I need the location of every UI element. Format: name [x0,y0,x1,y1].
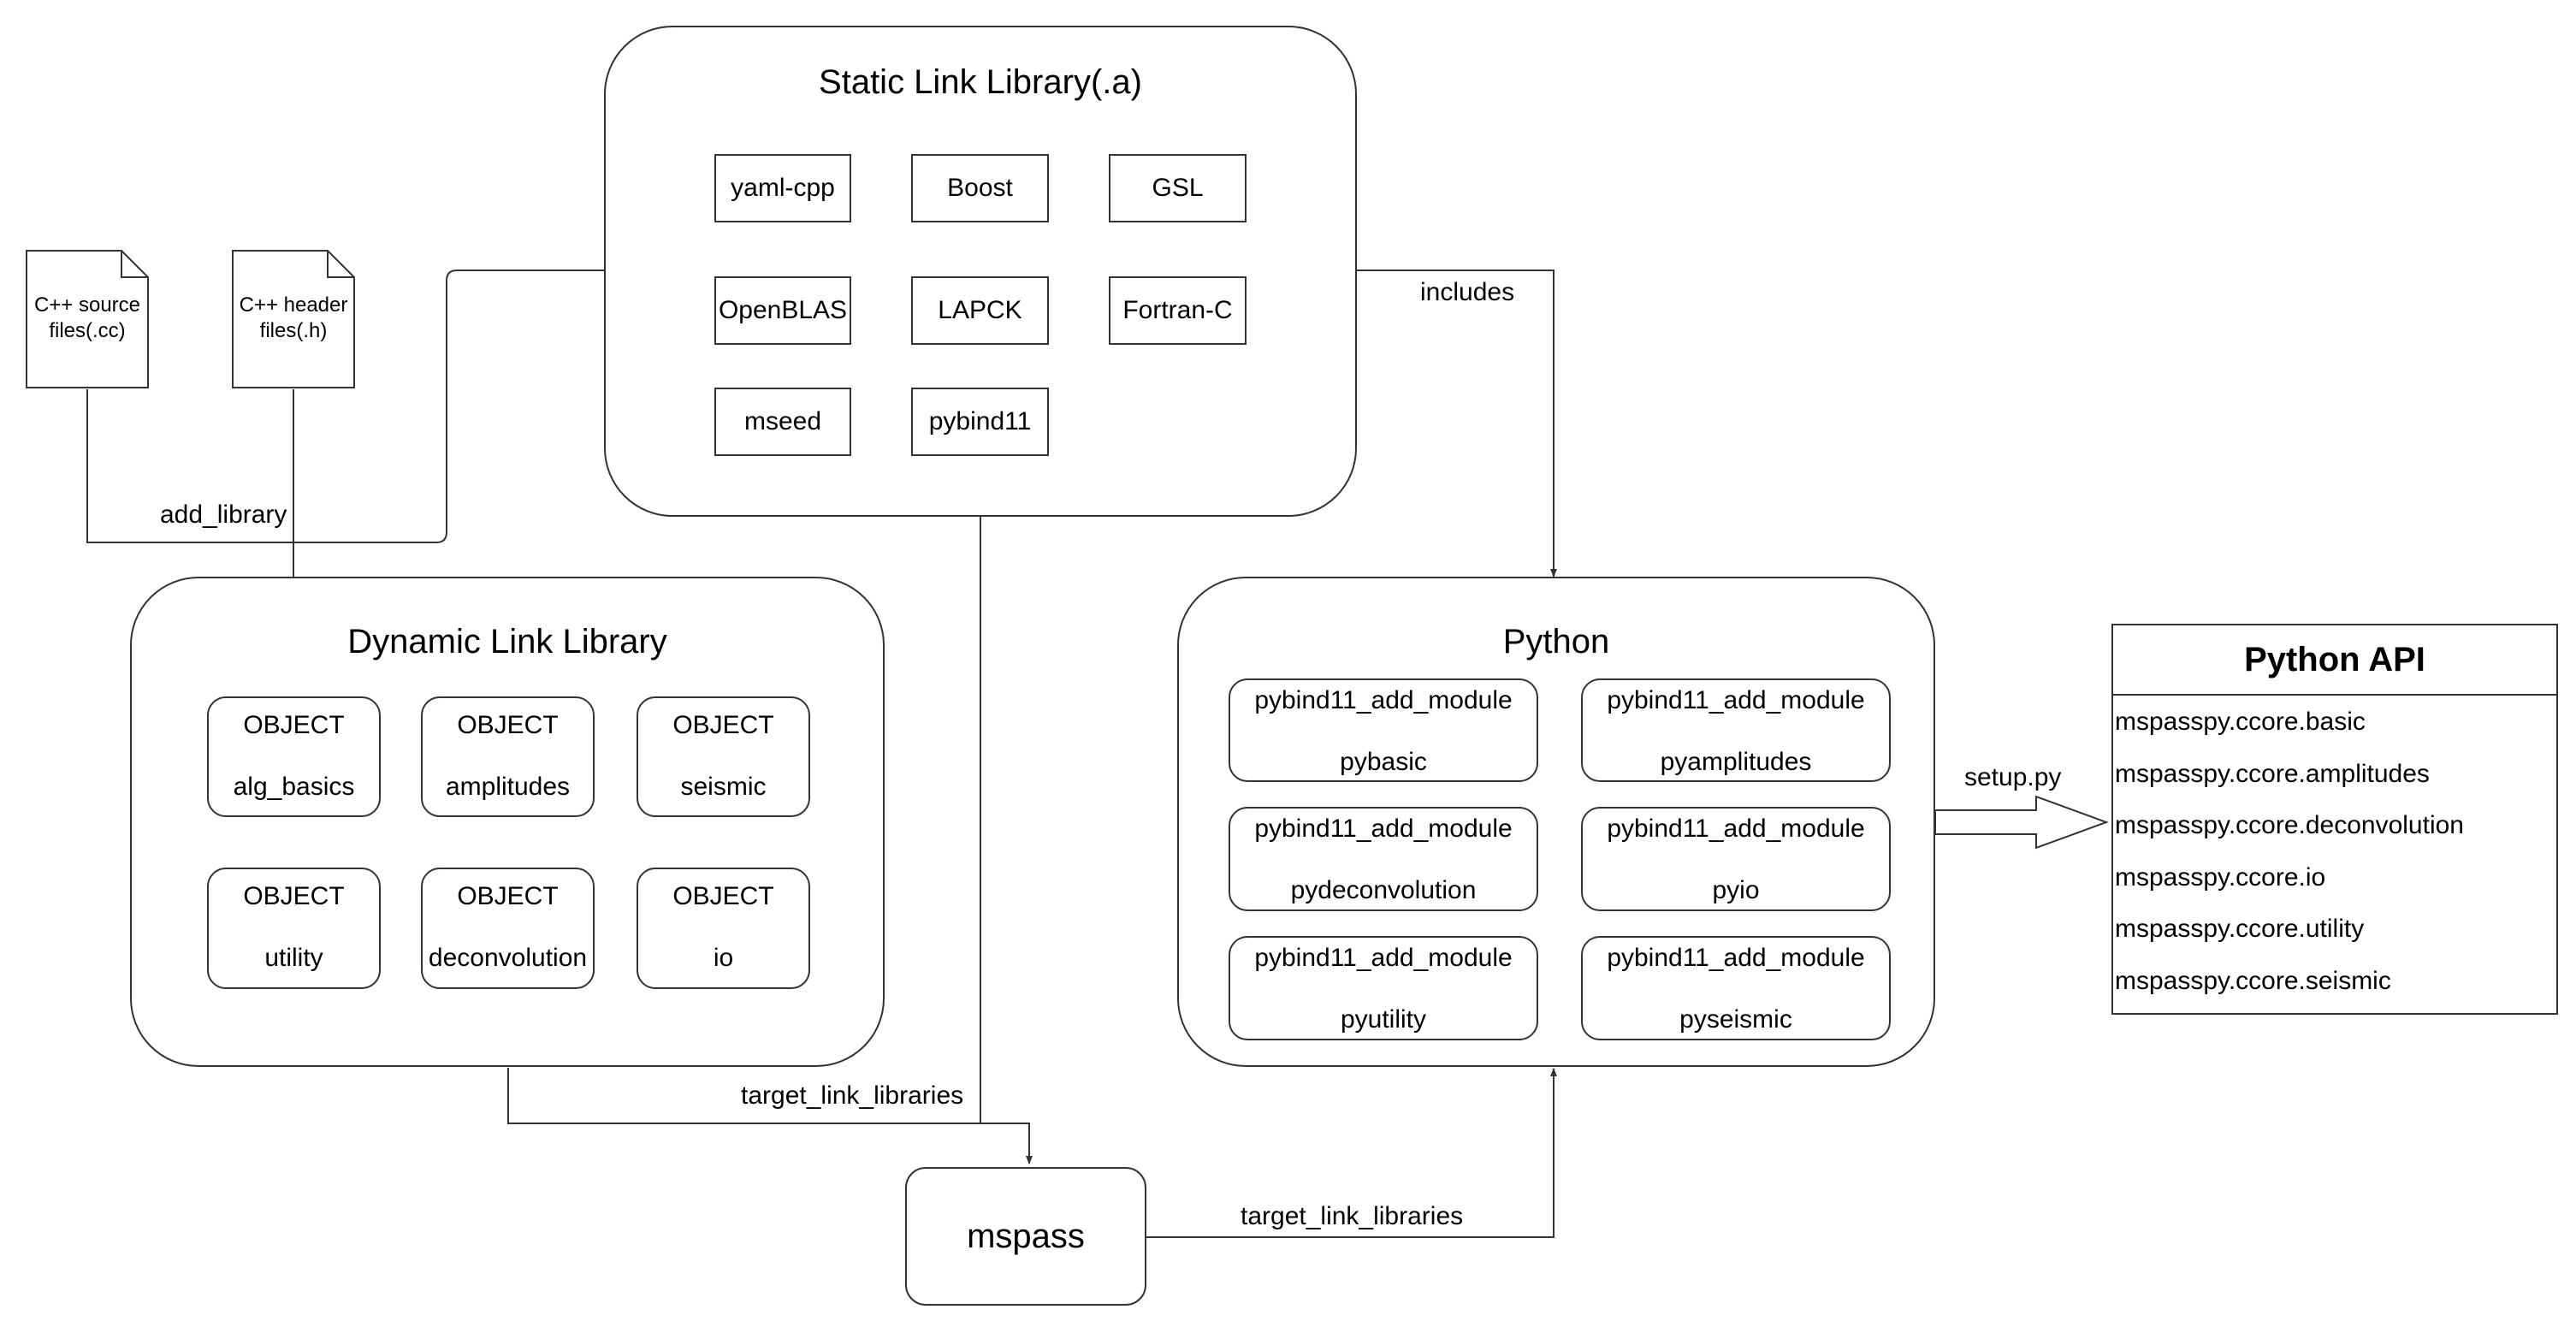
object-name: amplitudes [445,773,571,801]
module-pydeconvolution: pybind11_add_module pydeconvolution [1229,807,1538,911]
object-name: seismic [680,773,767,801]
api-item-amplitudes: mspasspy.ccore.amplitudes [2115,760,2430,788]
object-io: OBJECT io [637,868,810,989]
module-name: pydeconvolution [1290,876,1477,904]
static-lib-yaml-cpp: yaml-cpp [714,154,851,222]
setup-py-block-arrow [1934,795,2109,850]
object-kind: OBJECT [672,711,774,739]
edge-static-includes-python [1357,270,1557,578]
module-pyamplitudes: pybind11_add_module pyamplitudes [1581,678,1891,782]
static-lib-lapck: LAPCK [911,276,1049,345]
api-item-utility: mspasspy.ccore.utility [2115,915,2365,943]
python-title: Python [1502,623,1610,661]
object-name: utility [264,944,323,972]
python-api-title: Python API [2113,625,2556,696]
edge-source-to-add-library [86,270,604,543]
object-amplitudes: OBJECT amplitudes [421,696,595,817]
object-name: deconvolution [428,944,588,972]
api-item-io: mspasspy.ccore.io [2115,863,2326,892]
module-name: pyseismic [1679,1005,1792,1034]
module-kind: pybind11_add_module [1607,944,1865,972]
static-lib-fortran-c: Fortran-C [1109,276,1247,345]
api-item-deconvolution: mspasspy.ccore.deconvolution [2115,811,2464,839]
module-pyseismic: pybind11_add_module pyseismic [1581,936,1891,1040]
document-icon [232,250,355,388]
static-lib-openblas: OpenBLAS [714,276,851,345]
cpp-header-label-line1: C++ header [239,293,348,317]
edge-static-to-mspass [980,517,1033,1164]
cpp-header-file: C++ header files(.h) [232,250,355,388]
dynamic-link-library-group: Dynamic Link Library [130,577,885,1067]
module-kind: pybind11_add_module [1254,815,1513,843]
dynamic-link-library-title: Dynamic Link Library [347,623,667,661]
static-link-library-title: Static Link Library(.a) [819,63,1142,101]
module-kind: pybind11_add_module [1607,686,1865,714]
cpp-source-file: C++ source files(.cc) [26,250,149,388]
object-name: io [713,944,734,972]
label-add-library: add_library [160,501,287,529]
module-kind: pybind11_add_module [1607,815,1865,843]
object-deconvolution: OBJECT deconvolution [421,868,595,989]
label-includes: includes [1420,278,1515,306]
python-api-box: Python API mspasspy.ccore.basic mspasspy… [2111,624,2558,1015]
label-target-link-bottom: target_link_libraries [1241,1202,1464,1230]
object-kind: OBJECT [243,882,345,910]
api-item-seismic: mspasspy.ccore.seismic [2115,967,2391,995]
label-setup-py: setup.py [1964,763,2062,791]
static-lib-boost: Boost [911,154,1049,222]
module-pyutility: pybind11_add_module pyutility [1229,936,1538,1040]
object-name: alg_basics [233,773,355,801]
module-pybasic: pybind11_add_module pybasic [1229,678,1538,782]
object-kind: OBJECT [457,882,559,910]
module-kind: pybind11_add_module [1254,944,1513,972]
static-lib-pybind11: pybind11 [911,388,1049,456]
object-kind: OBJECT [243,711,345,739]
module-name: pyamplitudes [1660,748,1812,776]
edge-dynamic-to-mspass [507,1068,980,1124]
object-kind: OBJECT [457,711,559,739]
mspass-box: mspass [905,1167,1146,1306]
module-kind: pybind11_add_module [1254,686,1513,714]
object-alg-basics: OBJECT alg_basics [207,696,381,817]
object-utility: OBJECT utility [207,868,381,989]
cpp-source-label-line2: files(.cc) [49,319,126,342]
cpp-header-label-line2: files(.h) [259,319,328,342]
object-seismic: OBJECT seismic [637,696,810,817]
static-lib-gsl: GSL [1109,154,1247,222]
module-name: pyio [1712,876,1760,904]
module-name: pyutility [1340,1005,1427,1034]
label-target-link-top: target_link_libraries [741,1081,964,1110]
edge-mspass-to-python [1146,1068,1557,1238]
document-icon [26,250,149,388]
api-item-basic: mspasspy.ccore.basic [2115,708,2366,736]
module-pyio: pybind11_add_module pyio [1581,807,1891,911]
module-name: pybasic [1340,748,1427,776]
object-kind: OBJECT [672,882,774,910]
static-lib-mseed: mseed [714,388,851,456]
cpp-source-label-line1: C++ source [33,293,141,317]
